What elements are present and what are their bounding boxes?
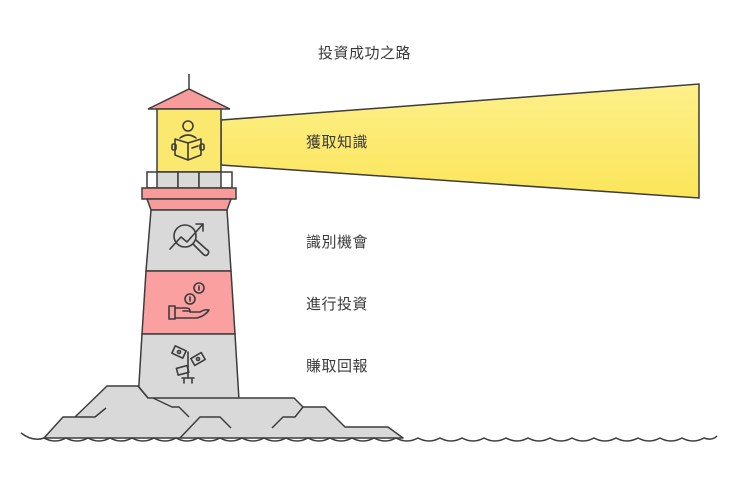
step-label-invest: 進行投資 [306, 295, 369, 313]
money-plant-icon [171, 345, 206, 384]
lantern-room [156, 108, 222, 173]
gallery-rail [146, 171, 233, 189]
tower-band-invest [141, 270, 236, 335]
step-label-opportunity: 識別機會 [306, 233, 369, 251]
step-label-knowledge: 獲取知識 [306, 133, 369, 151]
step-label-returns: 賺取回報 [306, 357, 369, 375]
chart-magnifier-icon [169, 223, 210, 257]
diagram-title: 投資成功之路 [318, 44, 412, 62]
sea-waves [20, 432, 718, 442]
hand-coins-icon [168, 282, 210, 320]
rocks [43, 385, 404, 439]
gallery-balcony [141, 187, 237, 200]
light-beam [220, 83, 700, 199]
lantern-roof [147, 88, 231, 110]
reading-person-icon [171, 120, 205, 161]
tower-collar [145, 198, 233, 211]
